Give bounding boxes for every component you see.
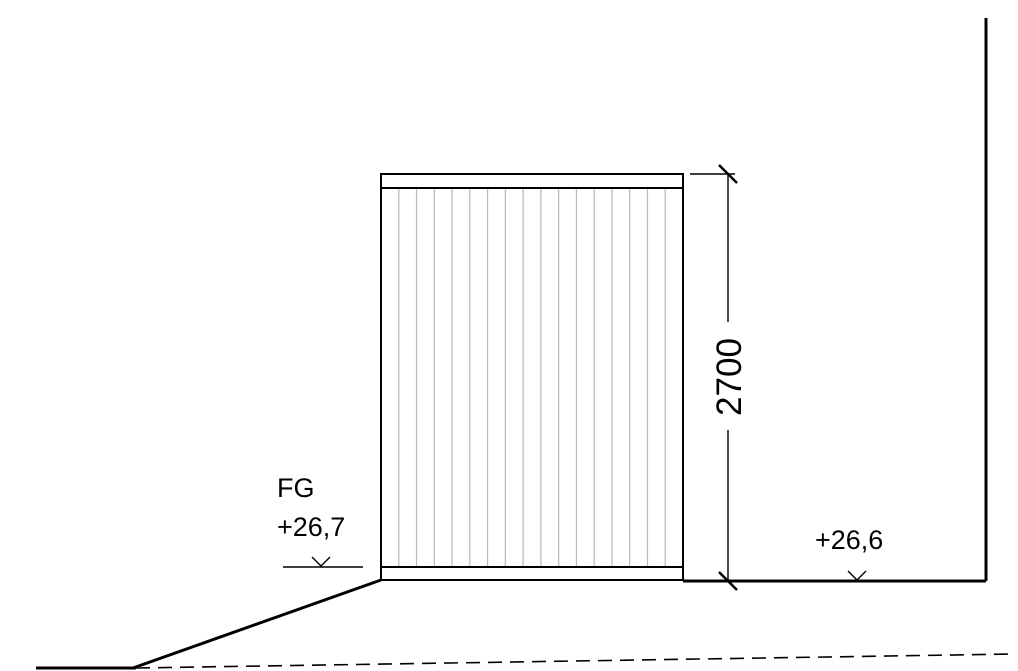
left-level-code: FG: [277, 473, 315, 503]
left-level-marker: FG +26,7: [277, 473, 363, 568]
left-level-arrow-icon: [311, 556, 331, 567]
right-level-marker: +26,6: [815, 525, 883, 581]
fence-panel: [380, 173, 684, 581]
height-dimension: 2700: [690, 164, 749, 591]
dimension-tick-bottom: [718, 571, 738, 591]
dashed-boundary-line: [135, 653, 1015, 669]
dimension-tick-top: [718, 164, 738, 184]
left-level-value: +26,7: [277, 512, 345, 542]
dimension-value: 2700: [710, 338, 749, 416]
right-level-value: +26,6: [815, 525, 883, 555]
panel-slats: [398, 188, 666, 567]
right-level-arrow-icon: [847, 570, 867, 581]
sloped-ground-line: [132, 578, 382, 670]
dimension-text-mask: [710, 322, 746, 430]
panel-frame: [380, 173, 684, 581]
